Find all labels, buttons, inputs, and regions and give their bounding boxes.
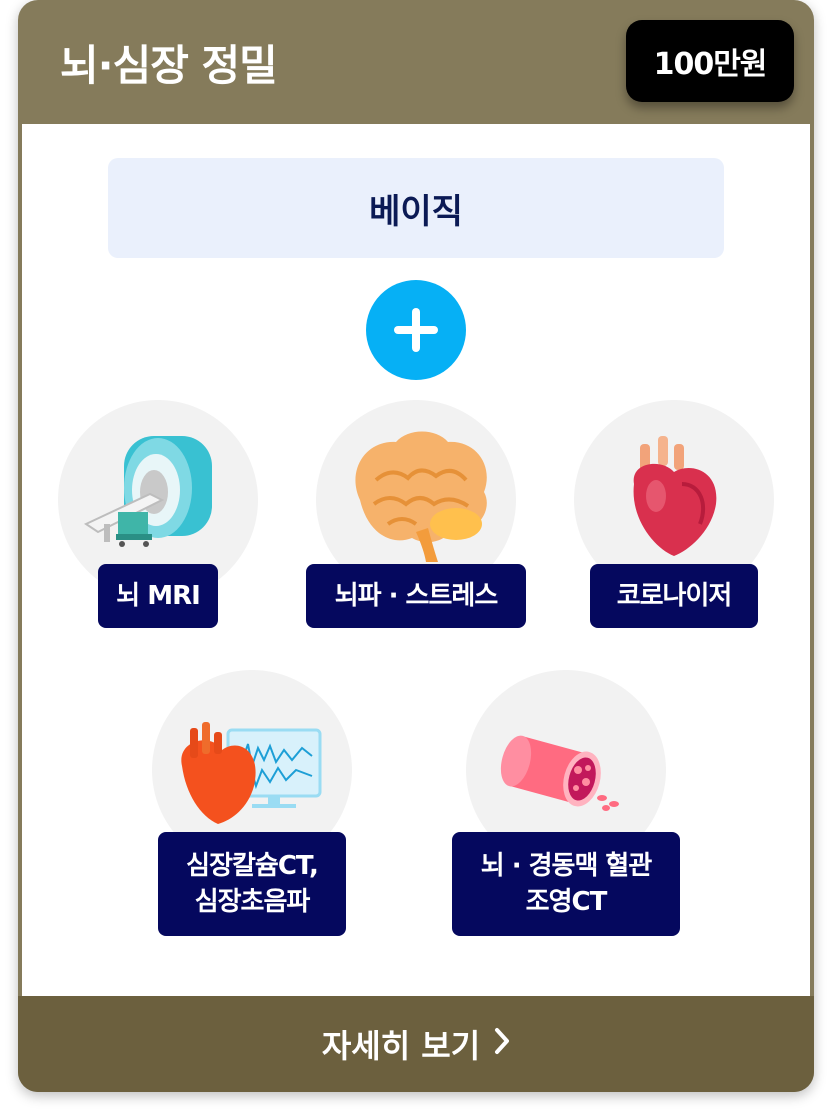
- exam-label: 심장칼슘CT, 심장초음파: [158, 832, 346, 936]
- heart-monitor-icon: [181, 722, 322, 824]
- view-details-label: 자세히 보기: [321, 1027, 481, 1065]
- price-badge: 100만원: [626, 20, 794, 102]
- blood-vessel-icon: [500, 735, 619, 811]
- package-title: 뇌·심장 정밀: [60, 41, 278, 90]
- card-body: 베이직 뇌 MRI: [22, 124, 810, 996]
- exam-item-coronaizer: 코로나이저: [574, 400, 774, 640]
- brain-icon: [355, 431, 487, 562]
- exam-label: 뇌파 · 스트레스: [306, 564, 526, 628]
- exam-item-brain-mri: 뇌 MRI: [58, 400, 258, 640]
- package-card: 뇌·심장 정밀 100만원 베이직: [18, 0, 814, 1092]
- exam-label: 뇌 MRI: [98, 564, 218, 628]
- plus-icon: [366, 280, 466, 380]
- basic-package-box: 베이직: [108, 158, 724, 258]
- exam-item-eeg-stress: 뇌파 · 스트레스: [306, 400, 526, 640]
- exam-item-cardiac-ct-echo: 심장칼슘CT, 심장초음파: [152, 670, 352, 936]
- view-details-button[interactable]: 자세히 보기: [18, 996, 814, 1092]
- exam-label: 코로나이저: [590, 564, 758, 628]
- heart-icon: [633, 436, 717, 556]
- mri-scanner-icon: [83, 436, 212, 547]
- chevron-right-icon: [494, 1025, 510, 1063]
- exam-item-vascular-ct: 뇌 · 경동맥 혈관 조영CT: [452, 670, 680, 936]
- exam-label: 뇌 · 경동맥 혈관 조영CT: [452, 832, 680, 936]
- card-header: 뇌·심장 정밀 100만원: [18, 0, 814, 124]
